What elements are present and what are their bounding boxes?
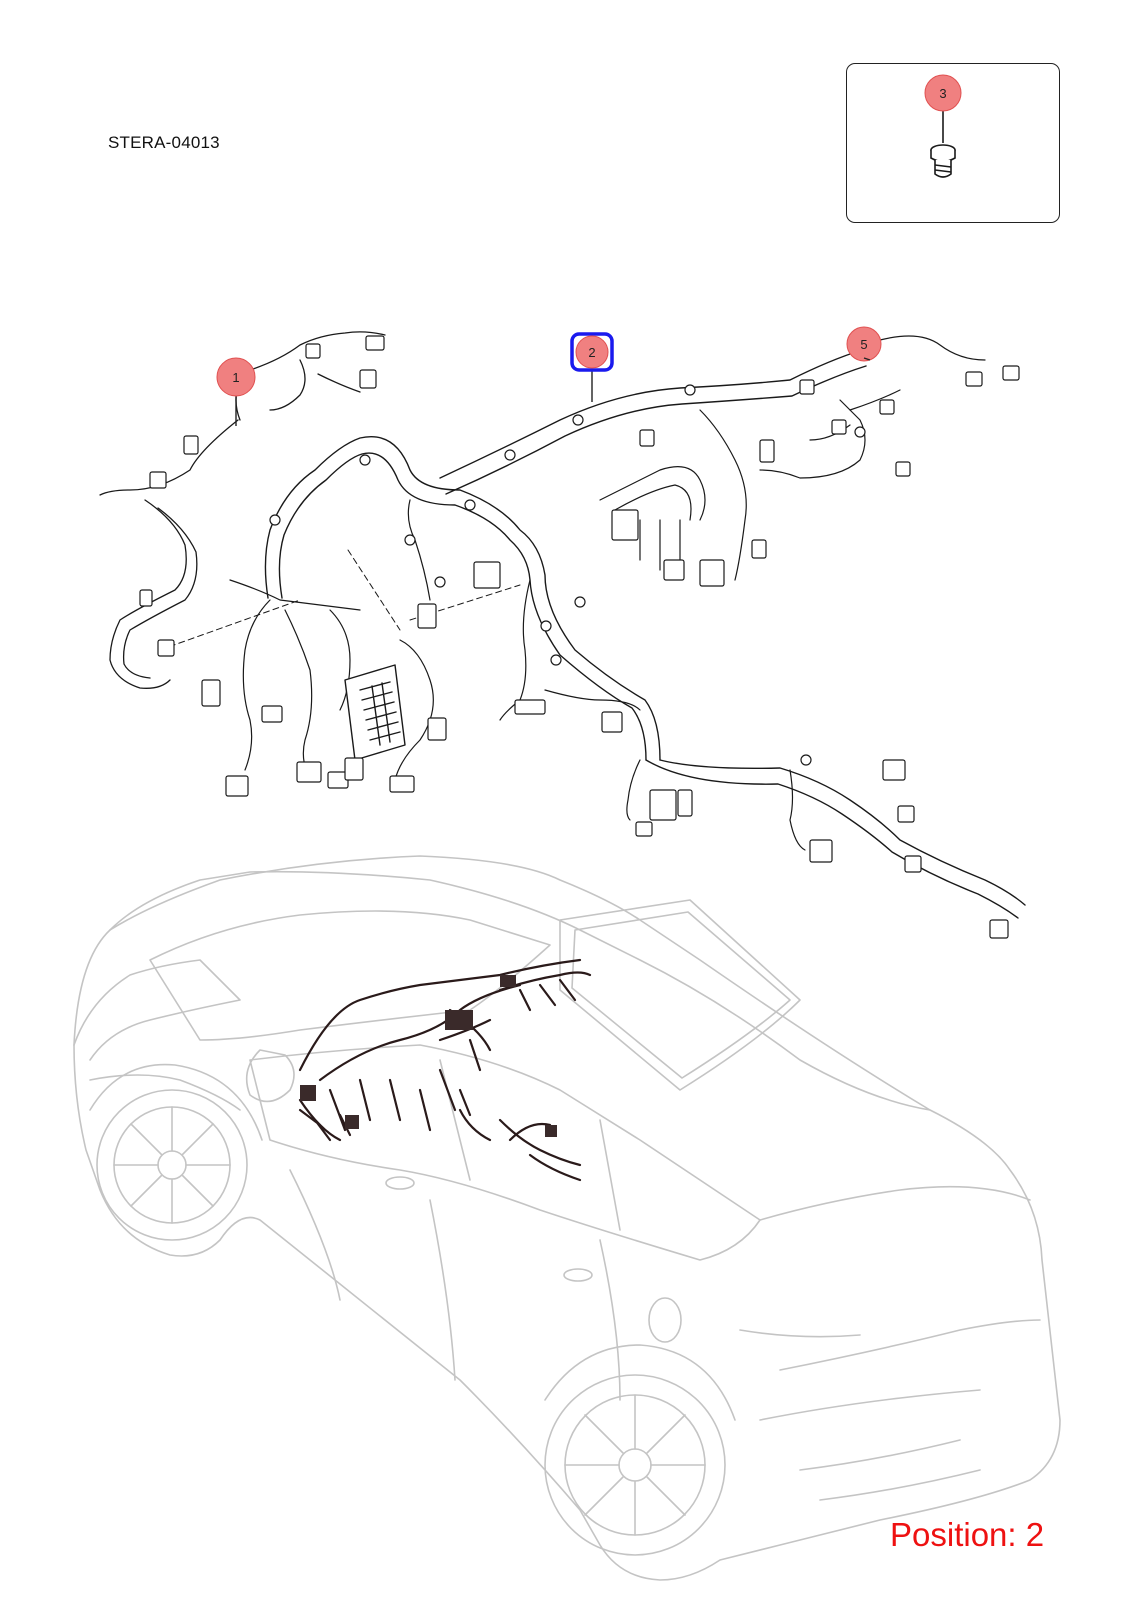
callout-5-label: 5 xyxy=(860,337,867,352)
callout-1-label: 1 xyxy=(232,370,239,385)
bolt-icon xyxy=(930,110,956,178)
callout-1[interactable]: 1 xyxy=(216,357,256,426)
in-car-harness-illustration xyxy=(298,958,592,1182)
callout-5[interactable]: 5 xyxy=(846,326,882,362)
inset-detail-box xyxy=(846,63,1060,223)
callout-3[interactable]: 3 xyxy=(924,74,962,112)
callout-2[interactable]: 2 xyxy=(570,332,614,402)
callout-2-label: 2 xyxy=(588,345,595,360)
callout-3-label: 3 xyxy=(939,86,946,101)
suv-car-outline-illustration xyxy=(73,855,1061,1581)
wiring-harness-illustration xyxy=(99,331,1026,939)
document-code: STERA-04013 xyxy=(108,133,220,152)
position-indicator: Position: 2 xyxy=(890,1516,1045,1553)
selected-callout-highlight xyxy=(570,332,614,372)
